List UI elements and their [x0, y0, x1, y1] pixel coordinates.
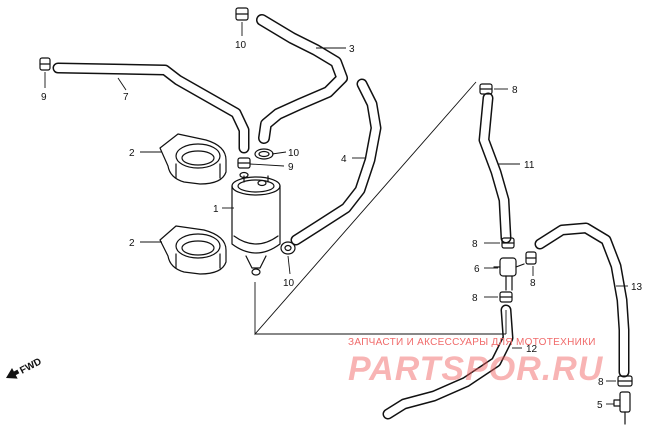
hose-7 [52, 62, 250, 154]
label-part-6: 6 [474, 264, 480, 275]
watermark-caption: ЗАПЧАСТИ И АКСЕССУАРЫ ДЛЯ МОТОТЕХНИКИ [348, 337, 596, 348]
clip-10-lower [280, 241, 296, 255]
label-part-12: 12 [526, 344, 538, 355]
forward-arrow-icon [6, 368, 20, 379]
label-part-11: 11 [524, 160, 535, 171]
clip-8-lower [499, 291, 513, 303]
nozzle-5 [613, 391, 631, 425]
label-part-8-right: 8 [530, 278, 536, 289]
mount-band-upper [159, 133, 227, 185]
label-part-8-lower: 8 [472, 293, 478, 304]
label-part-4: 4 [341, 154, 347, 165]
hose-13 [534, 222, 630, 378]
watermark-brand: PARTSPOR.RU [348, 350, 604, 388]
fuel-filter [231, 171, 281, 276]
hose-12 [382, 304, 514, 420]
label-part-8-top: 8 [512, 85, 518, 96]
label-part-9-left: 9 [41, 92, 47, 103]
hose-3 [256, 14, 348, 144]
label-part-1: 1 [213, 204, 219, 215]
forward-direction-indicator: FWD [6, 356, 44, 379]
label-part-10-lower: 10 [283, 278, 295, 289]
joint-6 [493, 257, 525, 291]
clip-10-mid [254, 148, 274, 160]
label-part-9-mid: 9 [288, 162, 294, 173]
label-part-2-upper: 2 [129, 148, 135, 159]
clip-8-bottom-right [617, 375, 633, 387]
clip-9-upper-left [39, 57, 51, 71]
clip-8-mid [501, 237, 515, 249]
clip-9-mid [237, 157, 251, 169]
label-part-7: 7 [123, 92, 129, 103]
label-part-5: 5 [597, 400, 603, 411]
hose-11 [478, 92, 512, 244]
label-part-2-lower: 2 [129, 238, 135, 249]
clip-10-top [235, 7, 249, 21]
label-part-10-top: 10 [235, 40, 247, 51]
clip-8-top-right [479, 83, 493, 95]
label-part-13: 13 [631, 282, 643, 293]
hose-4 [290, 78, 382, 246]
clip-8-right [525, 251, 537, 265]
mount-band-lower [159, 225, 227, 275]
forward-label: FWD [18, 356, 43, 376]
guide-lines [254, 81, 507, 336]
label-part-8-bottom: 8 [598, 377, 604, 388]
label-part-10-mid: 10 [288, 148, 300, 159]
leader-lines [44, 22, 628, 405]
label-part-8-mid: 8 [472, 239, 478, 250]
label-part-3: 3 [349, 44, 355, 55]
